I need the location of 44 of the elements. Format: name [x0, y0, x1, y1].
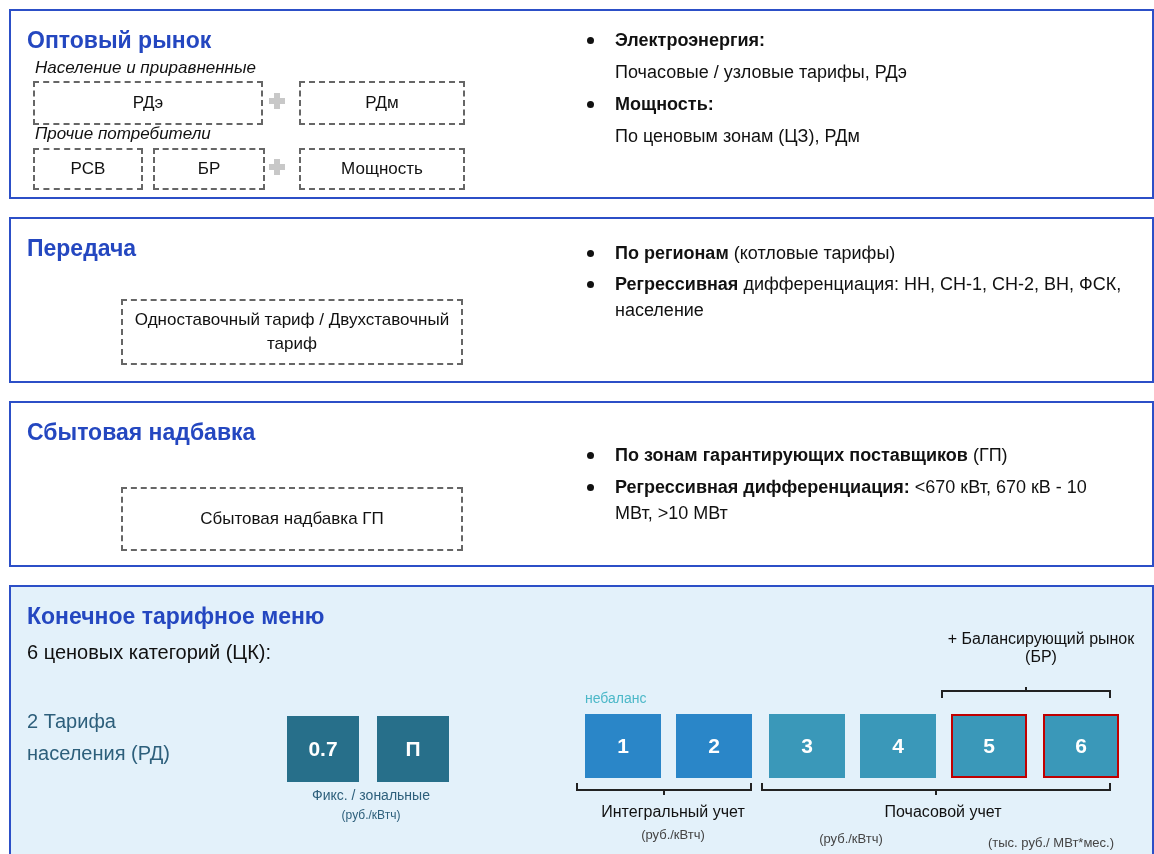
tariff-box: Одноставочный тариф / Двухставочный тариф: [121, 299, 463, 365]
price-category-tile: 5: [951, 714, 1027, 778]
price-category-tile: 3: [769, 714, 845, 778]
bullet-text: По регионам (котловые тарифы): [615, 242, 897, 265]
group-label: Прочие потребители: [35, 124, 212, 144]
tariff-box: Сбытовая надбавка ГП: [121, 487, 463, 551]
bullet-text: Мощность:: [615, 93, 715, 116]
unit-label: (тыс. руб./ МВт*мес.): [986, 835, 1116, 850]
bullet-text: По зонам гарантирующих поставщиков (ГП): [615, 444, 1009, 467]
section-panel: [9, 585, 1154, 854]
price-category-tile: 4: [860, 714, 936, 778]
unit-label: (руб./кВтч): [818, 831, 884, 846]
bullet-text: Электроэнергия:: [615, 29, 767, 52]
subtitle-text: 6 ценовых категорий (ЦК):: [27, 641, 272, 664]
price-category-tile: 6: [1043, 714, 1119, 778]
tariff-box: БР: [153, 148, 265, 190]
section-panel: [9, 9, 1154, 199]
bullet-text: По ценовым зонам (ЦЗ), РДм: [615, 125, 861, 148]
unit-label: (руб./кВтч): [640, 827, 706, 842]
price-category-tile: П: [377, 716, 449, 782]
tariff-box: РСВ: [33, 148, 143, 190]
unit-label: (руб./кВтч): [340, 808, 402, 822]
tariff-box: РДэ: [33, 81, 263, 125]
section-heading: Оптовый рынок: [27, 27, 213, 54]
price-category-tile: 1: [585, 714, 661, 778]
tariff-box: РДм: [299, 81, 465, 125]
price-category-tile: 2: [676, 714, 752, 778]
section-heading: Сбытовая надбавка: [27, 419, 257, 446]
price-category-tile: 0.7: [287, 716, 359, 782]
bullet-text: Регрессивная дифференциация: НН, СН-1, СН-2, ВН, ФСК, население: [615, 273, 1123, 322]
tile-caption: Фикс. / зональные: [311, 787, 431, 803]
bullet-text: Регрессивная дифференциация: <670 кВт, 670 кВ - 10 МВт, >10 МВт: [615, 476, 1088, 525]
annotation-text: небаланс: [585, 690, 647, 706]
bracket-label: + Балансирующий рынок (БР): [946, 630, 1136, 666]
section-panel: [9, 217, 1154, 383]
tariff-group-label: 2 Тарифа населения (РД): [27, 709, 171, 766]
tariff-box: Мощность: [299, 148, 465, 190]
section-heading: Передача: [27, 235, 138, 262]
section-panel: [9, 401, 1154, 567]
section-heading: Конечное тарифное меню: [27, 603, 326, 630]
group-label: Население и приравненные: [35, 58, 257, 78]
bracket-label: Интегральный учет: [600, 803, 746, 821]
bracket-label: Почасовой учет: [883, 803, 1003, 821]
bullet-text: Почасовые / узловые тарифы, РДэ: [615, 61, 908, 84]
